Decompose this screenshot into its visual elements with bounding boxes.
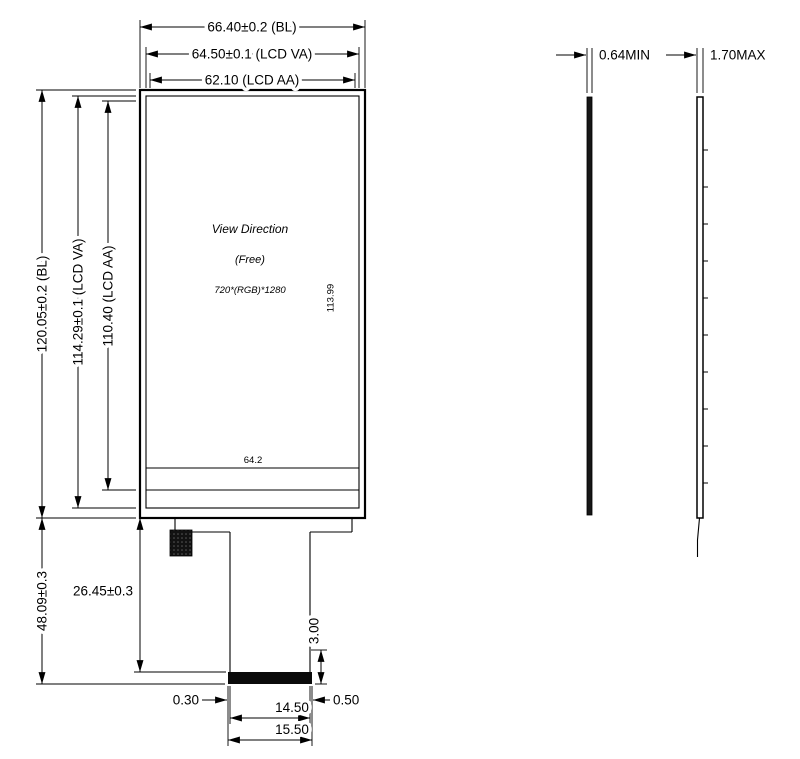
inner-height-label: 113.99 [325,284,336,312]
dim-width-va: 64.50±0.1 (LCD VA) [192,47,312,62]
side-view: 0.64MIN 1.70MAX [556,44,769,557]
dim-total: 48.09±0.3 [35,571,50,631]
fpc-dimensions: 48.09±0.3 26.45±0.3 3.00 0.30 0.50 14.50… [31,518,363,746]
fpc-stiffener [169,529,193,557]
top-dimensions: 66.40±0.2 (BL) 64.50±0.1 (LCD VA) 62.10 … [139,16,366,91]
resolution-label: 720*(RGB)*1280 [214,285,286,296]
view-direction-label: View Direction [212,222,289,236]
dim-connector-height: 3.00 [307,618,322,644]
dim-width-bl: 66.40±0.2 (BL) [207,20,296,35]
side-fpc-tail [696,517,701,557]
dim-thickness-min: 0.64MIN [599,48,650,63]
dim-right-offset: 0.50 [333,693,359,708]
dim-height-bl: 120.05±0.2 (BL) [35,256,50,353]
dim-left-offset: 0.30 [173,693,199,708]
view-mode-label: (Free) [235,254,265,266]
front-view: View Direction (Free) 720*(RGB)*1280 113… [138,88,367,520]
side-profile-min [586,96,593,516]
side-profile-max [696,96,704,519]
dim-height-va: 114.29±0.1 (LCD VA) [71,239,86,366]
fpc-connector [228,672,312,684]
lcd-va-outline [145,95,360,509]
side-profile-ticks [703,149,708,484]
backlight-outline [138,88,367,520]
inner-width-label: 64.2 [244,455,263,466]
fpc-tail [169,518,353,684]
dim-tail-width: 14.50 [275,700,309,715]
left-dimensions: 120.05±0.2 (BL) 114.29±0.1 (LCD VA) 110.… [31,89,136,519]
dim-connector-width: 15.50 [275,722,309,737]
dim-width-aa: 62.10 (LCD AA) [205,73,300,88]
dim-height-aa: 110.40 (LCD AA) [101,245,116,346]
dim-thickness-max: 1.70MAX [710,48,766,63]
dim-fpc-length: 26.45±0.3 [73,584,133,599]
